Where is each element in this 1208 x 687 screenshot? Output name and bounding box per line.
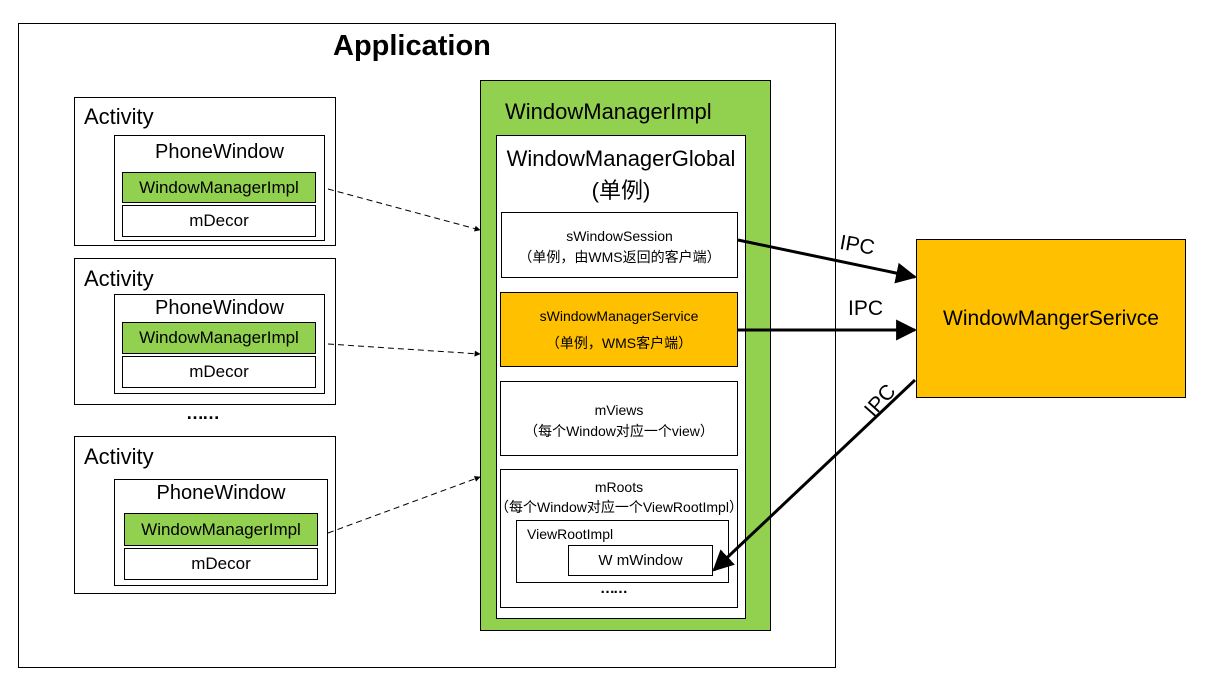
window-manager-impl-label: WindowManagerImpl xyxy=(141,520,301,539)
mdecor-box: mDecor xyxy=(122,205,316,237)
mwindow-box: W mWindow xyxy=(568,545,713,576)
mdecor-label: mDecor xyxy=(191,554,251,573)
window-manager-impl-label: WindowManagerImpl xyxy=(139,328,299,347)
ipc-label: IPC xyxy=(848,297,884,320)
window-manager-impl-box: WindowManagerImpl xyxy=(124,513,318,546)
viewrootimpl-label: ViewRootImpl xyxy=(527,526,614,542)
phone-window-label: PhoneWindow xyxy=(156,482,286,504)
mwindow-label: W mWindow xyxy=(598,552,683,569)
mdecor-box: mDecor xyxy=(124,548,318,580)
activity-label: Activity xyxy=(84,104,154,129)
wms-title: WindowMangerSerivce xyxy=(943,307,1159,330)
service-desc: （单例，WMS客户端） xyxy=(545,335,693,351)
window-manager-global-title: WindowManagerGlobal xyxy=(506,146,736,171)
service-box xyxy=(500,292,738,367)
views-name: mViews xyxy=(594,402,644,418)
mdecor-label: mDecor xyxy=(189,211,249,230)
activity-label: Activity xyxy=(84,444,154,469)
session-box xyxy=(501,212,738,278)
ipc-label: IPC xyxy=(838,231,877,260)
roots-ellipsis: …… xyxy=(600,580,628,597)
roots-box xyxy=(500,469,738,608)
phone-window-label: PhoneWindow xyxy=(155,141,284,163)
application-title: Application xyxy=(333,30,491,62)
window-manager-global-subtitle: (单例) xyxy=(591,178,651,203)
window-manager-impl-box: WindowManagerImpl xyxy=(122,322,316,354)
ipc-label: IPC xyxy=(860,379,901,422)
roots-desc: （每个Window对应一个ViewRootImpl） xyxy=(495,499,743,515)
mdecor-label: mDecor xyxy=(189,362,249,381)
session-desc: （单例，由WMS返回的客户端） xyxy=(518,249,721,265)
window-manager-impl-label: WindowManagerImpl xyxy=(139,178,299,197)
session-name: sWindowSession xyxy=(566,228,673,244)
window-manager-impl-box: WindowManagerImpl xyxy=(122,172,316,203)
views-desc: （每个Window对应一个view） xyxy=(524,423,714,439)
service-name: sWindowManagerService xyxy=(539,308,699,324)
activity-ellipsis: …… xyxy=(186,403,220,423)
wms-box: WindowMangerSerivce xyxy=(916,239,1186,398)
views-box xyxy=(500,381,738,456)
phone-window-label: PhoneWindow xyxy=(155,297,284,319)
window-manager-impl-title: WindowManagerImpl xyxy=(505,99,712,124)
roots-name: mRoots xyxy=(594,479,644,495)
activity-label: Activity xyxy=(84,266,154,291)
mdecor-box: mDecor xyxy=(122,356,316,388)
